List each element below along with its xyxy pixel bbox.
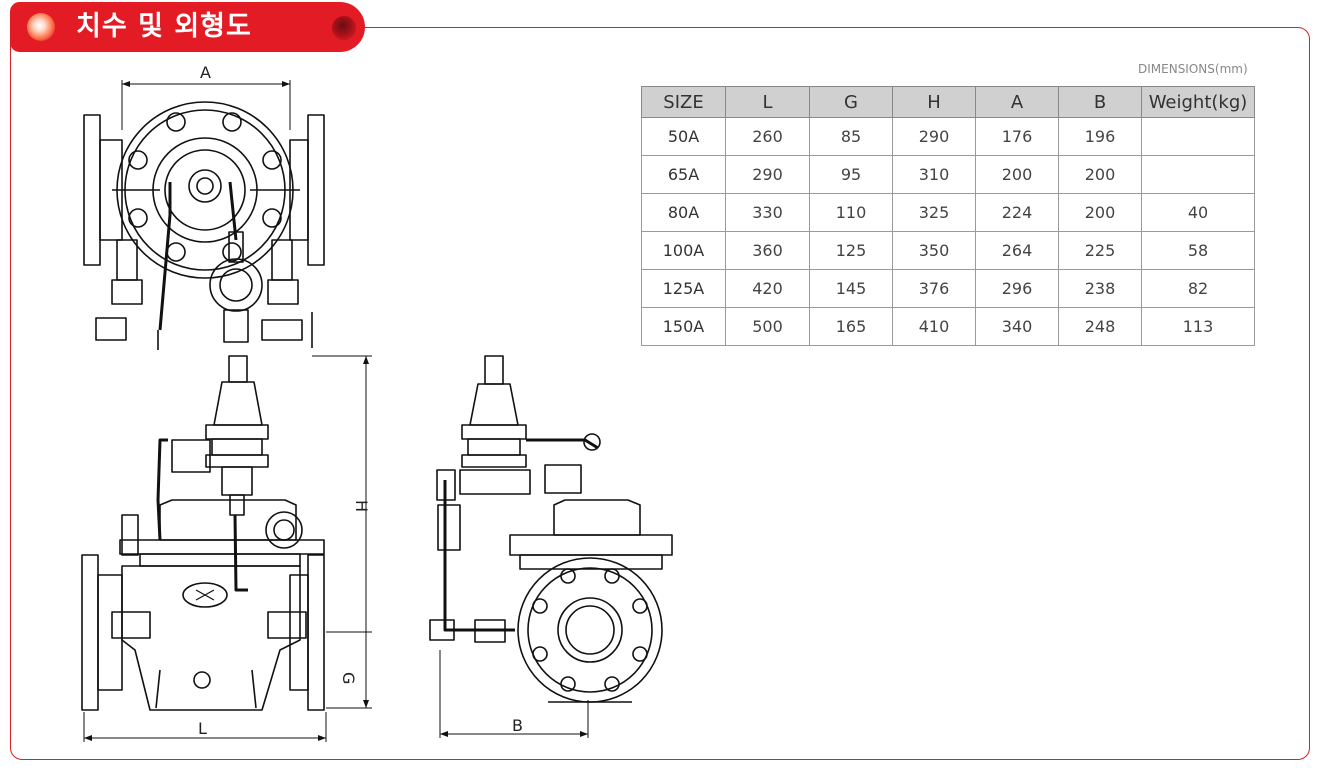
table-cell: 325 [892,193,976,232]
table-cell: 225 [1058,231,1142,270]
table-cell: 40 [1141,193,1255,232]
valve-top-view [83,80,325,350]
dimensions-table: SIZE L G H A B Weight(kg) 50A 260 85 290… [641,86,1255,346]
table-row: 65A 290 95 310 200 200 [641,155,1255,194]
table-cell: 82 [1141,269,1255,308]
table-cell: 58 [1141,231,1255,270]
dimension-label-b: B [512,716,523,735]
table-row: 125A 420 145 376 296 238 82 [641,269,1255,308]
table-cell: 65A [641,155,726,194]
column-header: SIZE [641,86,726,118]
column-header: A [975,86,1059,118]
table-cell: 125 [809,231,893,270]
dimension-label-l: L [198,719,207,738]
table-cell: 113 [1141,307,1255,346]
table-cell: 165 [809,307,893,346]
section-title-tab: 치수 및 외형도 [10,2,365,52]
valve-side-view [429,355,673,738]
table-cell: 350 [892,231,976,270]
table-cell: 410 [892,307,976,346]
content-frame [10,27,1310,760]
table-cell: 248 [1058,307,1142,346]
table-cell: 100A [641,231,726,270]
title-bullet-icon [27,13,55,41]
table-row: 80A 330 110 325 224 200 40 [641,193,1255,232]
table-cell: 50A [641,117,726,156]
title-end-dot-icon [332,16,356,40]
column-header: Weight(kg) [1141,86,1255,118]
dimension-label-a: A [200,63,211,82]
column-header: H [892,86,976,118]
valve-front-view [81,355,372,742]
dimension-label-h: H [352,500,371,512]
table-row: 100A 360 125 350 264 225 58 [641,231,1255,270]
dimension-label-g: G [339,672,358,684]
table-cell: 296 [975,269,1059,308]
table-cell: 85 [809,117,893,156]
table-cell: 330 [725,193,810,232]
dimensions-caption: DIMENSIONS(mm) [1138,62,1248,76]
table-row: 150A 500 165 410 340 248 113 [641,307,1255,346]
table-cell: 176 [975,117,1059,156]
table-cell: 95 [809,155,893,194]
column-header: B [1058,86,1142,118]
table-cell: 200 [1058,193,1142,232]
table-cell: 196 [1058,117,1142,156]
column-header: L [725,86,810,118]
table-cell: 310 [892,155,976,194]
table-header-row: SIZE L G H A B Weight(kg) [641,86,1255,118]
table-cell: 150A [641,307,726,346]
table-cell: 360 [725,231,810,270]
table-cell: 264 [975,231,1059,270]
table-cell: 340 [975,307,1059,346]
section-title: 치수 및 외형도 [76,11,252,42]
table-cell: 110 [809,193,893,232]
column-header: G [809,86,893,118]
